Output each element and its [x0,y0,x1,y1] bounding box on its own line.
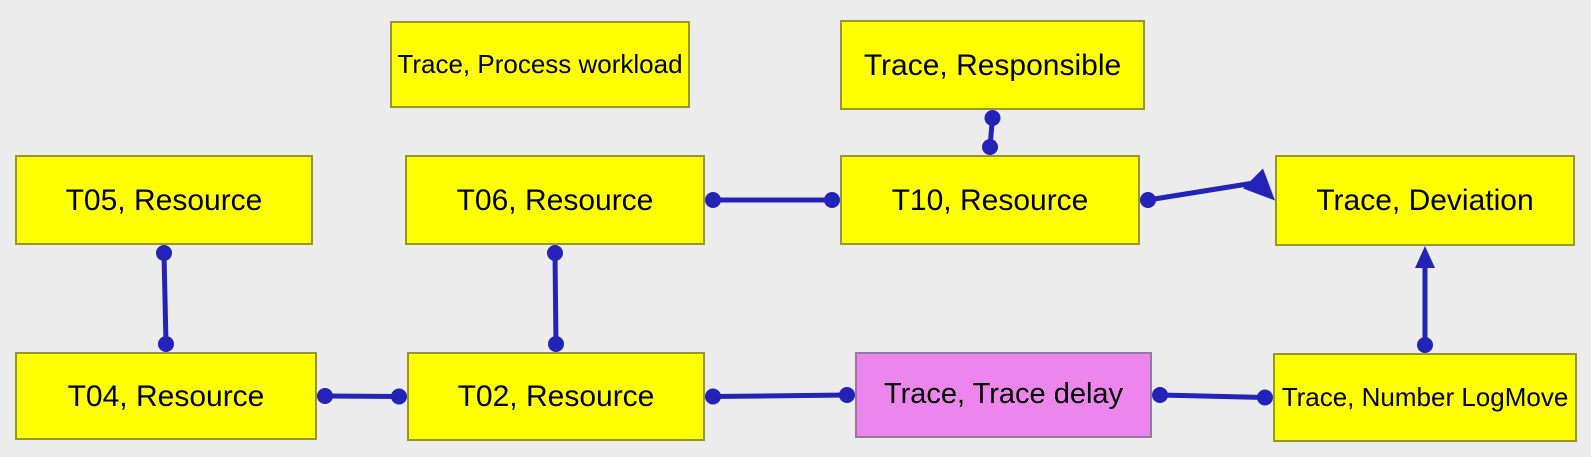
connector-endpoint-dot [705,388,721,405]
connector-endpoint-dot [1140,192,1156,208]
edge-t06-resource--t02-resource [547,245,564,352]
node-trace-number-logmove[interactable]: Trace, Number LogMove [1273,353,1577,442]
edge-t02-resource--trace-trace-delay [705,387,855,405]
connector-line [712,392,848,399]
connector-endpoint-dot [547,245,563,261]
connector-endpoint-dot [317,388,333,404]
node-trace-process-workload[interactable]: Trace, Process workload [390,21,690,108]
connector-endpoint-dot [158,336,174,352]
node-trace-responsible[interactable]: Trace, Responsible [840,20,1145,110]
connector-endpoint-dot [156,245,172,261]
edge-t05-resource--t04-resource [156,245,174,352]
connector-endpoint-dot [1152,387,1168,403]
connector-line [1159,392,1266,400]
connector-endpoint-dot [705,192,721,208]
edge-trace-number-logmove--trace-deviation [1415,246,1435,353]
connector-arrowhead [1415,246,1435,268]
node-t02-resource[interactable]: T02, Resource [407,352,705,441]
connector-arrowhead [1243,168,1275,201]
edge-trace-trace-delay--trace-number-logmove [1152,387,1273,406]
node-trace-deviation[interactable]: Trace, Deviation [1275,155,1575,246]
node-t06-resource[interactable]: T06, Resource [405,155,705,245]
node-t04-resource[interactable]: T04, Resource [15,352,317,440]
connector-endpoint-dot [391,388,407,405]
connector-line [987,117,995,148]
connector-line [161,252,169,345]
connector-endpoint-dot [548,336,564,352]
connector-endpoint-dot [824,192,840,208]
edge-trace-responsible--t10-resource [982,110,1001,155]
edge-t06-resource--t10-resource [705,192,840,208]
node-t10-resource[interactable]: T10, Resource [840,155,1140,245]
connector-endpoint-dot [1417,337,1433,353]
edge-t04-resource--t02-resource [317,388,407,405]
connector-line [1147,180,1258,203]
connector-endpoint-dot [839,387,855,403]
connector-line [324,393,400,399]
edge-t10-resource--trace-deviation [1140,168,1275,208]
node-trace-trace-delay[interactable]: Trace, Trace delay [855,352,1152,438]
connector-endpoint-dot [984,110,1001,126]
connector-line [552,252,559,345]
connector-endpoint-dot [1257,389,1273,406]
connector-endpoint-dot [982,139,998,155]
node-t05-resource[interactable]: T05, Resource [15,155,313,245]
